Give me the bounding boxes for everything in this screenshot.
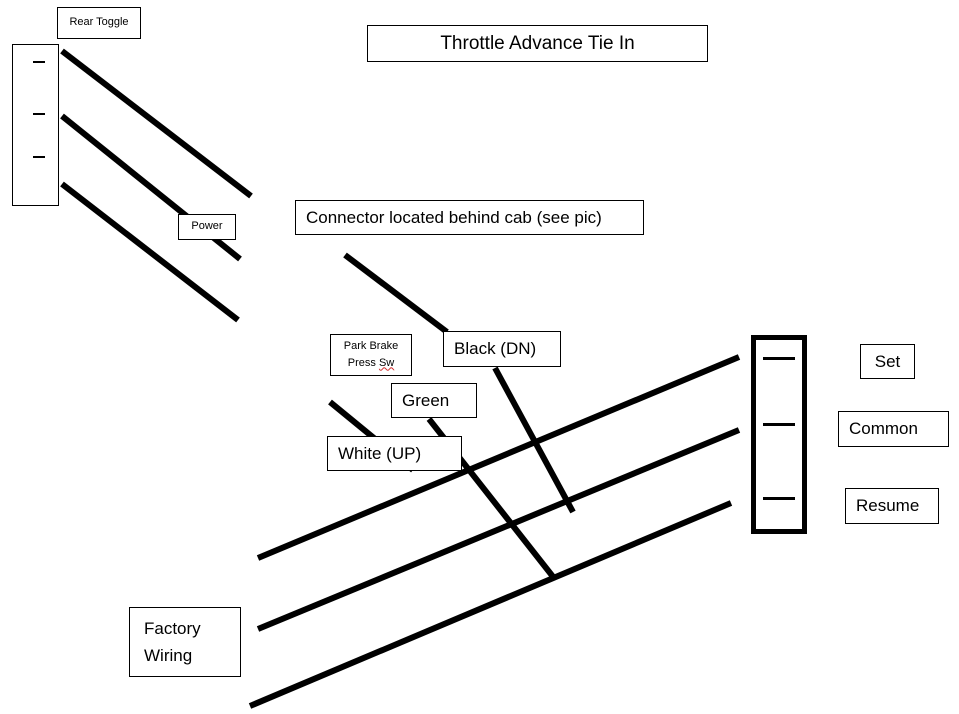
white-up-label: White (UP) bbox=[338, 443, 422, 463]
park-brake-sw-misspelled: Sw bbox=[378, 356, 395, 369]
green-box[interactable]: Green bbox=[391, 383, 477, 418]
set-label: Set bbox=[874, 351, 901, 371]
cruise-terminal-resume bbox=[763, 497, 795, 500]
black-dn-label: Black (DN) bbox=[454, 339, 537, 359]
page-title: Throttle Advance Tie In bbox=[440, 32, 635, 54]
green-label: Green bbox=[402, 390, 450, 410]
rear-toggle-connector[interactable] bbox=[12, 44, 59, 206]
connector-note-box[interactable]: Connector located behind cab (see pic) bbox=[295, 200, 644, 235]
white-up-box[interactable]: White (UP) bbox=[327, 436, 462, 471]
title-box: Throttle Advance Tie In bbox=[367, 25, 708, 62]
resume-label: Resume bbox=[856, 496, 920, 516]
cruise-terminal-set bbox=[763, 357, 795, 360]
rear-toggle-terminal-3 bbox=[33, 156, 45, 158]
cruise-terminal-common bbox=[763, 423, 795, 426]
rear-toggle-terminal-2 bbox=[33, 113, 45, 115]
common-label: Common bbox=[849, 419, 918, 439]
rear-toggle-wire-3 bbox=[60, 181, 240, 323]
black-dn-wire bbox=[492, 366, 576, 514]
park-brake-label-line2: Press Sw bbox=[348, 357, 394, 371]
connector-to-black-dn-wire bbox=[343, 252, 449, 335]
factory-wiring-label-line2: Wiring bbox=[144, 646, 193, 665]
black-dn-box[interactable]: Black (DN) bbox=[443, 331, 561, 367]
park-brake-label-line1: Park Brake bbox=[343, 339, 399, 352]
factory-wiring-box[interactable]: Factory Wiring bbox=[129, 607, 241, 677]
rear-toggle-box[interactable]: Rear Toggle bbox=[57, 7, 141, 39]
rear-toggle-label: Rear Toggle bbox=[69, 16, 129, 29]
rear-toggle-wire-1 bbox=[60, 48, 253, 199]
cruise-control-connector[interactable] bbox=[751, 335, 807, 534]
common-box[interactable]: Common bbox=[838, 411, 949, 447]
factory-wiring-label-line1: Factory bbox=[144, 618, 201, 638]
power-label: Power bbox=[191, 220, 223, 233]
power-box[interactable]: Power bbox=[178, 214, 236, 240]
rear-toggle-terminal-1 bbox=[33, 61, 45, 63]
set-box[interactable]: Set bbox=[860, 344, 915, 379]
connector-note-label: Connector located behind cab (see pic) bbox=[306, 207, 602, 227]
park-brake-box[interactable]: Park Brake Press Sw bbox=[330, 334, 412, 376]
factory-wire-resume bbox=[248, 500, 733, 709]
park-brake-press-text: Press bbox=[347, 356, 379, 369]
resume-box[interactable]: Resume bbox=[845, 488, 939, 524]
